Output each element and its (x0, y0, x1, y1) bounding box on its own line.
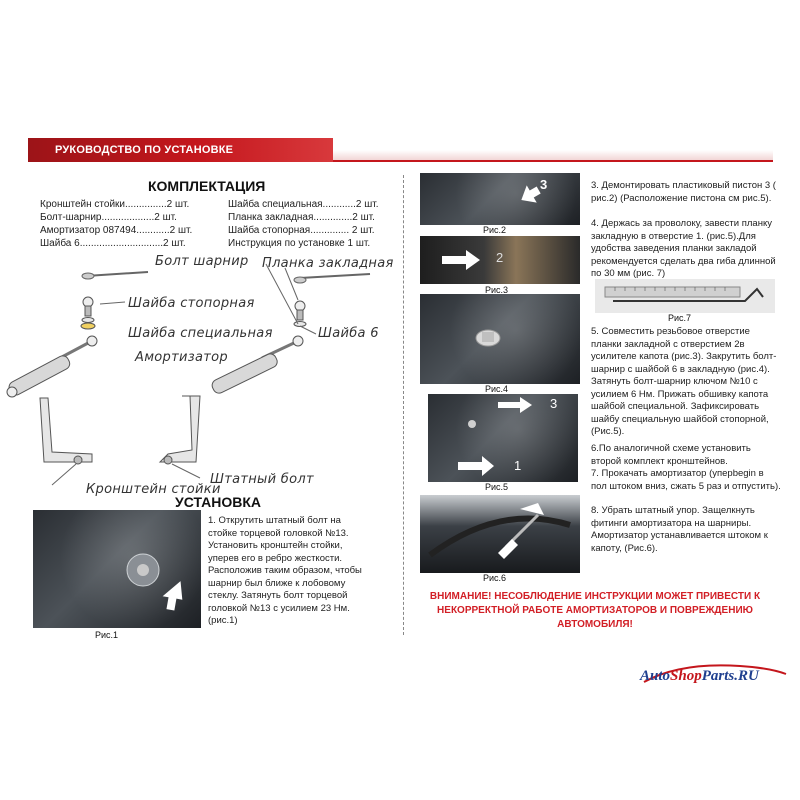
leader-lines (51, 263, 317, 486)
warning-text: ВНИМАНИЕ! НЕСОБЛЮДЕНИЕ ИНСТРУКЦИИ МОЖЕТ … (429, 591, 761, 630)
fig5-caption: Рис.5 (485, 482, 509, 492)
fig2-marker: 3 (540, 177, 548, 192)
label-stock-bolt: Штатный болт (210, 472, 314, 487)
photo-fig5: 3 1 (428, 394, 578, 482)
label-lock-washer: Шайба стопорная (128, 296, 255, 311)
site-logo[interactable]: AutoShopParts.RU (640, 668, 759, 685)
page-title: РУКОВОДСТВО ПО УСТАНОВКЕ (55, 144, 234, 156)
step-5-text: 5. Совместить резьбовое отверстие планки… (591, 326, 777, 437)
step-4-text: 4. Держась за проволоку, завести планку … (591, 218, 776, 279)
label-plate: Планка закладная (262, 256, 394, 271)
plate-left (81, 271, 149, 280)
shock-right (211, 335, 304, 394)
kit-item: Шайба стопорная.............. 2 шт. (228, 225, 375, 236)
fig3-marker: 2 (496, 250, 504, 265)
kit-item: Шайба специальная............2 шт. (228, 199, 379, 210)
label-bracket: Кронштейн стойки (86, 482, 221, 497)
step-7-text: 7. Прокачать амортизатор (уперbegin в по… (591, 468, 781, 492)
step-1-text: 1. Открутить штатный болт на стойке торц… (208, 515, 362, 626)
kit-item: Инструкция по установке 1 шт. (228, 238, 371, 249)
kit-item: Кронштейн стойки...............2 шт. (40, 199, 190, 210)
kit-item: Амортизатор 087494............2 шт. (40, 225, 193, 236)
fig5-marker-3: 3 (550, 396, 558, 411)
kit-item: Шайба 6..............................2 ш… (40, 238, 186, 249)
photo-fig3: 2 (420, 236, 580, 284)
fig6-caption: Рис.6 (483, 573, 507, 583)
photo-fig2: 3 (420, 173, 580, 225)
step-6-text: 6.По аналогичной схеме установить второй… (591, 443, 751, 467)
photo-fig4 (420, 294, 580, 384)
photo-fig6 (420, 495, 580, 573)
install-title: УСТАНОВКА (175, 494, 262, 510)
header-banner (28, 138, 333, 162)
column-divider (403, 175, 405, 635)
fig1-caption: Рис.1 (95, 630, 119, 640)
step-8-text: 8. Убрать штатный упор. Защелкнуть фитин… (591, 505, 768, 554)
logo-part-2: Shop (670, 668, 702, 684)
header-rule (333, 160, 773, 162)
photo-fig1 (33, 510, 201, 628)
logo-part-1: Auto (640, 668, 671, 684)
label-washer6: Шайба 6 (318, 326, 379, 341)
logo-swoosh-icon (643, 664, 787, 683)
parts-diagram (6, 263, 371, 486)
bracket-left (39, 397, 93, 465)
fig3-caption: Рис.3 (485, 285, 509, 295)
fig7-caption: Рис.7 (668, 313, 692, 323)
kit-title: КОМПЛЕКТАЦИЯ (148, 178, 266, 194)
header-rule-fade (333, 150, 773, 160)
kit-item: Болт-шарнир...................2 шт. (40, 212, 177, 223)
fig2-caption: Рис.2 (483, 225, 507, 235)
fig4-caption: Рис.4 (485, 384, 509, 394)
label-special-washer: Шайба специальная (128, 326, 273, 341)
logo-part-3: Parts.RU (701, 668, 759, 684)
label-bolt-hinge: Болт шарнир (155, 254, 249, 269)
bolt-hinge-right (293, 300, 307, 327)
bolt-hinge-left (80, 296, 96, 330)
fig5-marker-1: 1 (514, 458, 522, 473)
bracket-right (158, 395, 201, 465)
label-shock: Амортизатор (135, 350, 228, 365)
plate-right (293, 273, 371, 284)
shock-left (6, 335, 98, 398)
kit-item: Планка закладная..............2 шт. (228, 212, 375, 223)
photo-fig7 (595, 279, 775, 313)
step-3-text: 3. Демонтировать пластиковый пистон 3 ( … (591, 180, 776, 204)
